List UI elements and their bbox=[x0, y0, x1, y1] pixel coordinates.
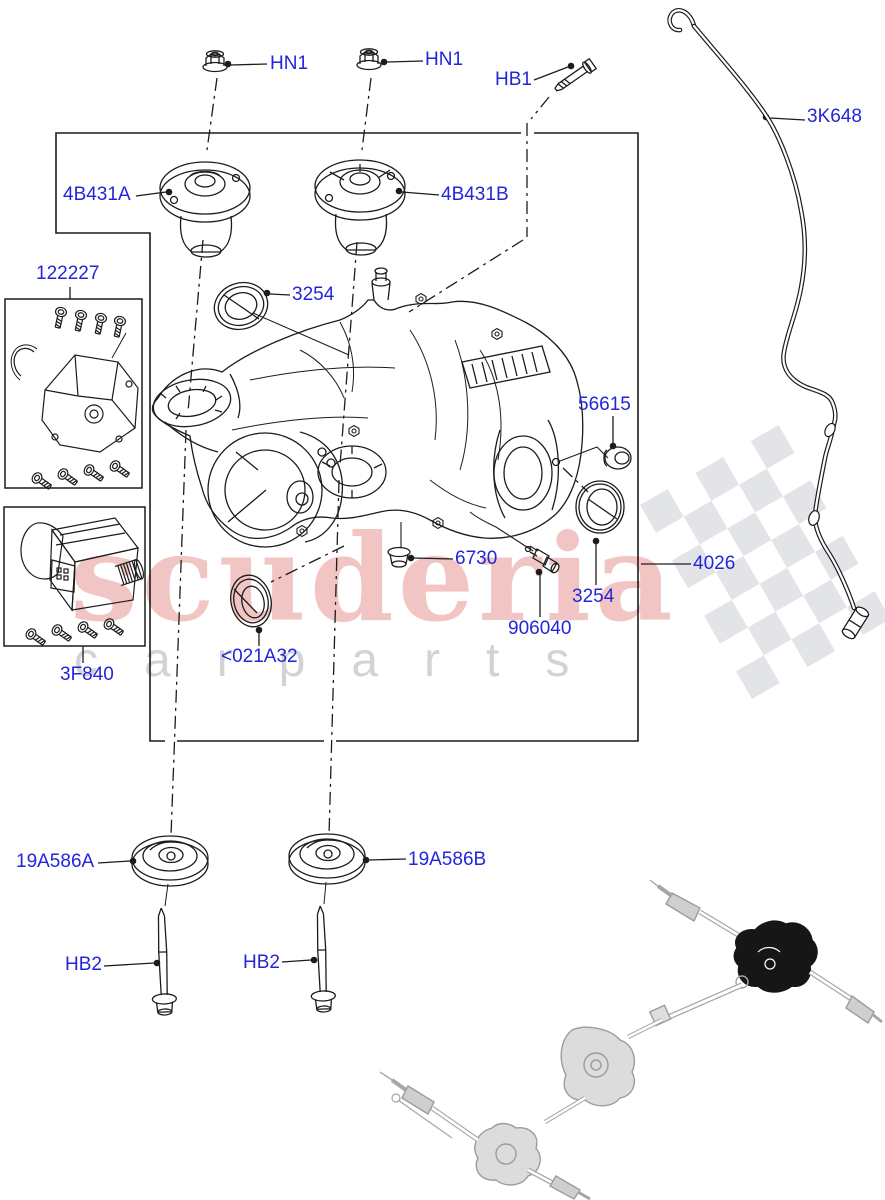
bolt-hb1-drawing bbox=[554, 57, 598, 92]
part-label-021a32[interactable]: <021A32 bbox=[221, 646, 298, 667]
watermark-layer: scuderia carparts bbox=[70, 425, 885, 699]
seal-3254-right-drawing bbox=[575, 480, 625, 534]
motor-3f840-drawing bbox=[20, 517, 145, 649]
bolt-hb2-right-drawing bbox=[310, 905, 336, 1013]
plug-56615-drawing bbox=[603, 446, 632, 470]
part-label-4026[interactable]: 4026 bbox=[693, 553, 736, 574]
part-label-hn1-right[interactable]: HN1 bbox=[425, 49, 464, 70]
part-label-19a586a[interactable]: 19A586A bbox=[16, 851, 95, 872]
breather-tube-3k648-drawing bbox=[667, 8, 870, 640]
part-label-3254-top[interactable]: 3254 bbox=[292, 284, 335, 305]
part-label-hb1[interactable]: HB1 bbox=[495, 69, 532, 90]
locator-overview-drawing bbox=[379, 879, 883, 1200]
checkered-flag bbox=[640, 425, 885, 699]
part-label-3254-right[interactable]: 3254 bbox=[572, 586, 615, 607]
tube-connector bbox=[841, 606, 870, 640]
mount-disc-19a586b-drawing bbox=[288, 833, 366, 905]
mount-disc-19a586a-drawing bbox=[131, 835, 209, 907]
sensor-906040-drawing bbox=[524, 545, 560, 574]
bolt-hb2-left-drawing bbox=[151, 907, 178, 1016]
nut-hn1-right-drawing bbox=[356, 48, 382, 71]
part-label-56615[interactable]: 56615 bbox=[578, 394, 631, 415]
plug-6730-drawing bbox=[387, 546, 411, 568]
centerline-axes bbox=[170, 77, 589, 837]
bushing-4b431a-drawing bbox=[159, 161, 251, 258]
part-label-hb2-right[interactable]: HB2 bbox=[243, 952, 280, 973]
nut-hn1-left-drawing bbox=[202, 50, 228, 73]
part-label-19a586b[interactable]: 19A586B bbox=[408, 849, 487, 870]
watermark-tagline-text: carparts bbox=[74, 634, 615, 687]
part-label-3f840[interactable]: 3F840 bbox=[60, 664, 114, 685]
part-label-4b431a[interactable]: 4B431A bbox=[63, 184, 131, 205]
seal-3254-top-drawing bbox=[213, 281, 269, 331]
differential-housing-drawing bbox=[151, 267, 609, 552]
part-label-hb2-left[interactable]: HB2 bbox=[65, 954, 102, 975]
seal-021a32-drawing bbox=[230, 574, 272, 628]
watermark-brand-text: scuderia bbox=[70, 508, 677, 649]
part-label-hn1-left[interactable]: HN1 bbox=[270, 53, 309, 74]
bracket-122227-drawing bbox=[10, 305, 139, 493]
part-label-906040[interactable]: 906040 bbox=[508, 618, 572, 639]
part-label-122227[interactable]: 122227 bbox=[36, 263, 100, 284]
part-label-4b431b[interactable]: 4B431B bbox=[441, 184, 509, 205]
part-label-6730[interactable]: 6730 bbox=[455, 548, 498, 569]
leader-lines bbox=[69, 60, 806, 967]
bushing-4b431b-drawing bbox=[314, 159, 406, 256]
inset-box-3f840 bbox=[3, 506, 146, 647]
main-diagram-box bbox=[55, 132, 639, 742]
inset-box-122227 bbox=[4, 298, 143, 489]
part-label-3k648[interactable]: 3K648 bbox=[807, 106, 862, 127]
